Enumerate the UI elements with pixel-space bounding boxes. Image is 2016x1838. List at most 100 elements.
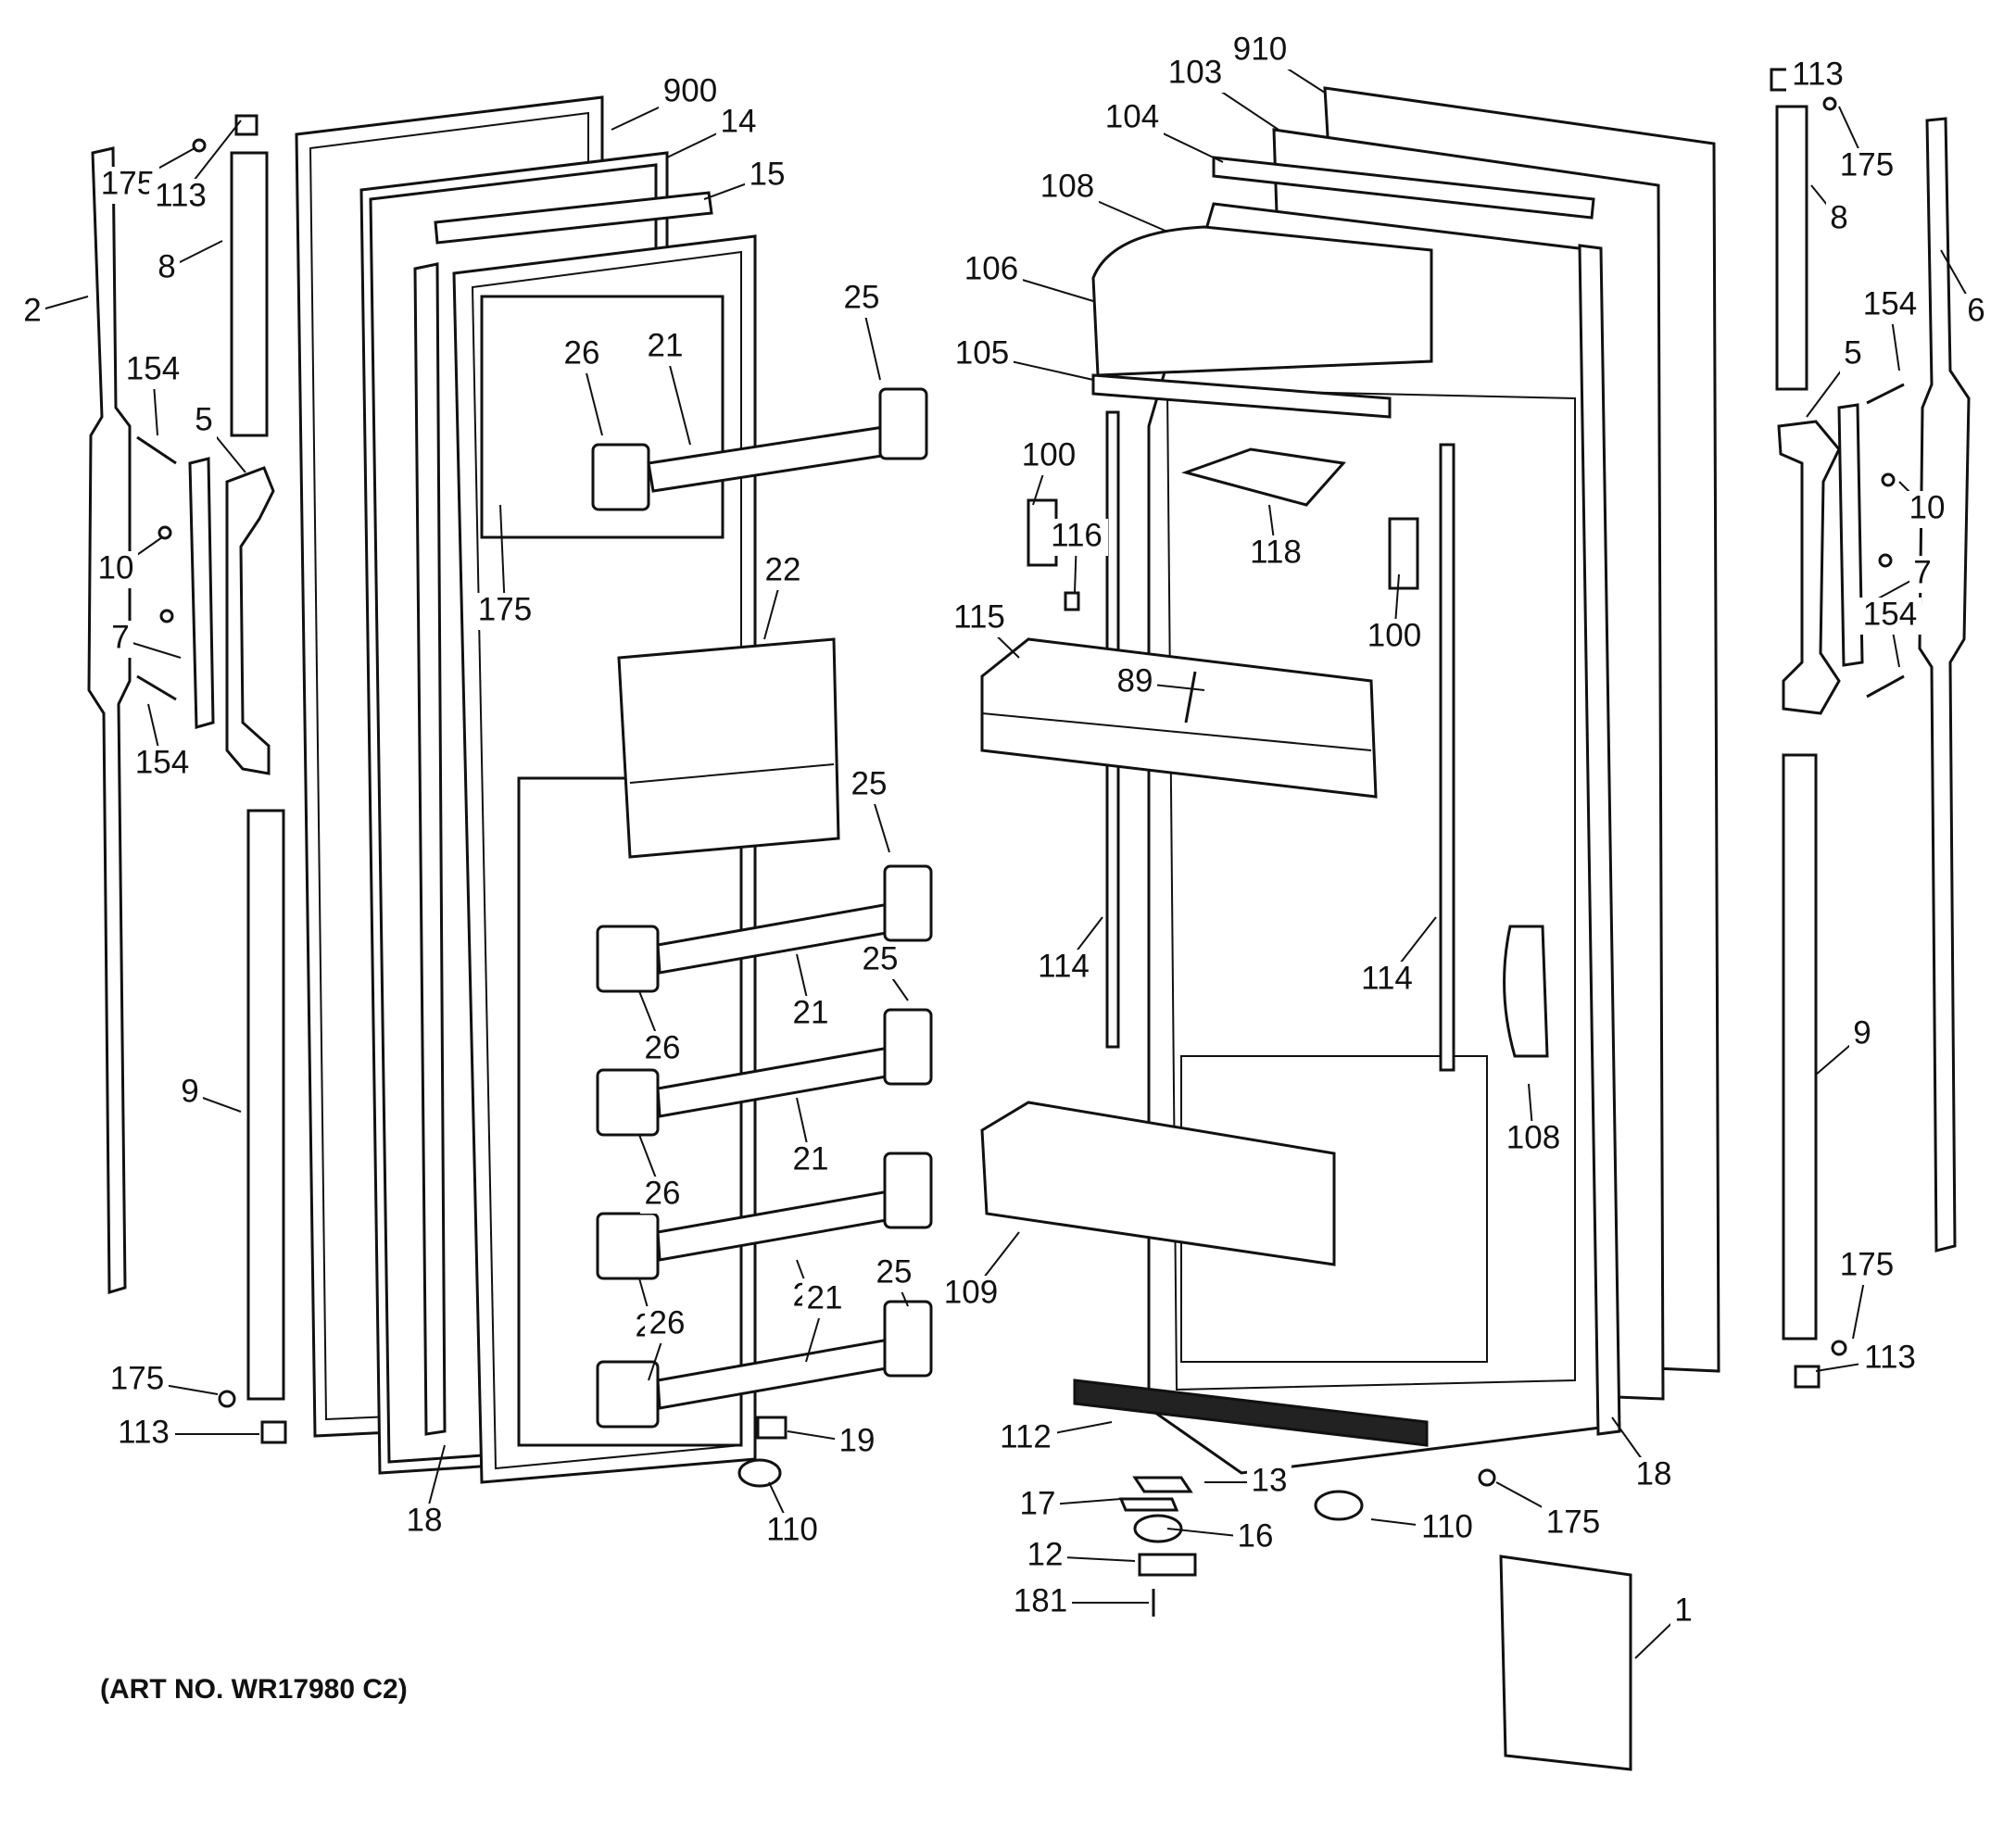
juice-can-rack bbox=[617, 637, 840, 859]
callout-c22: 22 bbox=[761, 551, 805, 640]
callout-label-background bbox=[402, 1504, 447, 1541]
callout-number: 114 bbox=[1361, 960, 1413, 996]
callout-number: 21 bbox=[793, 994, 829, 1030]
callout-c106: 106 bbox=[960, 250, 1094, 302]
dairy-door-trim bbox=[1091, 373, 1392, 419]
callout-c10r: 10 bbox=[1898, 481, 1949, 528]
callout-number: 175 bbox=[101, 165, 155, 201]
callout-label-background bbox=[96, 167, 159, 204]
callout-c18b: 18 bbox=[1611, 1416, 1676, 1494]
callout-number: 154 bbox=[1863, 285, 1917, 321]
callout-c103: 103 bbox=[1164, 54, 1279, 131]
art-number-caption: (ART NO. WR17980 C2) bbox=[100, 1674, 408, 1705]
callout-label-background bbox=[1164, 56, 1227, 93]
callout-c154r2: 154 bbox=[1858, 596, 1922, 668]
callout-c100b: 100 bbox=[1363, 573, 1426, 656]
callout-label-background bbox=[761, 553, 805, 590]
callout-label-background bbox=[1113, 664, 1157, 701]
callout-label-background bbox=[839, 281, 884, 318]
callout-c154r1: 154 bbox=[1858, 285, 1922, 371]
callout-number: 17 bbox=[1020, 1485, 1056, 1521]
callout-number: 15 bbox=[750, 156, 786, 192]
left-top-trim bbox=[434, 191, 713, 245]
callout-c115: 115 bbox=[948, 598, 1020, 659]
callout-c18a: 18 bbox=[402, 1444, 447, 1541]
callout-number: 154 bbox=[135, 744, 189, 780]
callout-number: 105 bbox=[955, 334, 1009, 371]
callout-c100a: 100 bbox=[1017, 436, 1080, 506]
callout-label-background bbox=[1416, 1510, 1479, 1547]
callout-c25a: 25 bbox=[839, 279, 884, 381]
callout-number: 10 bbox=[98, 549, 134, 585]
callout-label-background bbox=[1247, 1464, 1292, 1501]
door-bin-with-divider bbox=[980, 637, 1378, 799]
callout-number: 8 bbox=[158, 248, 175, 284]
callout-c26a: 26 bbox=[560, 334, 604, 436]
callout-label-background bbox=[473, 593, 536, 630]
right-door-breaker-strip bbox=[1578, 244, 1621, 1436]
callout-number: 109 bbox=[944, 1274, 998, 1310]
callout-c17: 17 bbox=[1015, 1485, 1122, 1524]
callout-label-background bbox=[1858, 1341, 1922, 1378]
door-bin-bottom bbox=[980, 1101, 1336, 1266]
callout-label-background bbox=[858, 942, 902, 979]
callout-number: 26 bbox=[564, 334, 600, 371]
callout-number: 175 bbox=[1546, 1504, 1600, 1540]
callout-label-background bbox=[107, 621, 133, 658]
callout-c108a: 108 bbox=[1036, 168, 1168, 233]
callout-c25d: 25 bbox=[872, 1253, 916, 1307]
callout-c26b: 26 bbox=[638, 990, 685, 1068]
left-door-stop bbox=[737, 1416, 788, 1488]
callout-c25b: 25 bbox=[847, 765, 891, 853]
callout-label-background bbox=[835, 1424, 879, 1461]
callout-label-background bbox=[1032, 950, 1095, 987]
bottom-screw bbox=[1478, 1468, 1496, 1487]
callout-number: 26 bbox=[645, 1175, 681, 1211]
callout-number: 175 bbox=[1840, 146, 1894, 183]
callout-label-background bbox=[19, 294, 45, 331]
callout-c175a: 175 bbox=[1835, 106, 1898, 185]
callout-label-background bbox=[1786, 57, 1849, 94]
callout-c113b: 113 bbox=[1815, 1339, 1922, 1378]
callout-number: 115 bbox=[953, 598, 1005, 635]
callout-c21a: 21 bbox=[643, 327, 691, 446]
callout-number: 8 bbox=[1830, 199, 1847, 235]
callout-label-background bbox=[659, 74, 722, 111]
callout-number: 7 bbox=[111, 619, 129, 655]
callout-label-background bbox=[645, 1306, 689, 1343]
callout-c181: 181 bbox=[1009, 1582, 1149, 1621]
callout-label-background bbox=[1228, 32, 1292, 69]
callout-number: 21 bbox=[807, 1279, 843, 1316]
callout-number: 26 bbox=[649, 1304, 686, 1341]
callout-c105: 105 bbox=[951, 334, 1094, 381]
instruction-booklet bbox=[1499, 1555, 1632, 1771]
door-shelf-2 bbox=[596, 864, 933, 993]
right-bottom-handle-bar bbox=[1782, 753, 1818, 1341]
callout-number: 14 bbox=[721, 103, 757, 139]
callout-number: 113 bbox=[1792, 56, 1844, 92]
callout-number: 910 bbox=[1233, 31, 1287, 67]
callout-number: 154 bbox=[126, 350, 180, 386]
callout-label-background bbox=[939, 1276, 1002, 1313]
callout-label-background bbox=[1835, 148, 1898, 185]
hinge-parts bbox=[1118, 1476, 1197, 1617]
callout-c21e: 21 bbox=[802, 1279, 847, 1363]
callout-c112: 112 bbox=[994, 1418, 1113, 1457]
callout-c26e: 26 bbox=[645, 1304, 689, 1381]
door-shelf-5 bbox=[596, 1300, 933, 1429]
callout-number: 118 bbox=[1250, 534, 1302, 570]
callout-number: 10 bbox=[1909, 489, 1946, 525]
callout-c21b: 21 bbox=[788, 953, 833, 1033]
callout-label-background bbox=[643, 329, 687, 366]
callout-number: 175 bbox=[478, 591, 532, 627]
egg-tray bbox=[1180, 447, 1346, 507]
callout-number: 25 bbox=[851, 765, 888, 801]
callout-c109: 109 bbox=[939, 1231, 1020, 1313]
callout-label-background bbox=[1905, 491, 1949, 528]
callout-c110a: 110 bbox=[761, 1481, 824, 1550]
callout-label-background bbox=[994, 1420, 1057, 1457]
callout-number: 116 bbox=[1051, 517, 1102, 553]
callout-c7l: 7 bbox=[107, 619, 182, 659]
callout-number: 2 bbox=[23, 292, 41, 328]
callout-number: 18 bbox=[1636, 1455, 1672, 1492]
